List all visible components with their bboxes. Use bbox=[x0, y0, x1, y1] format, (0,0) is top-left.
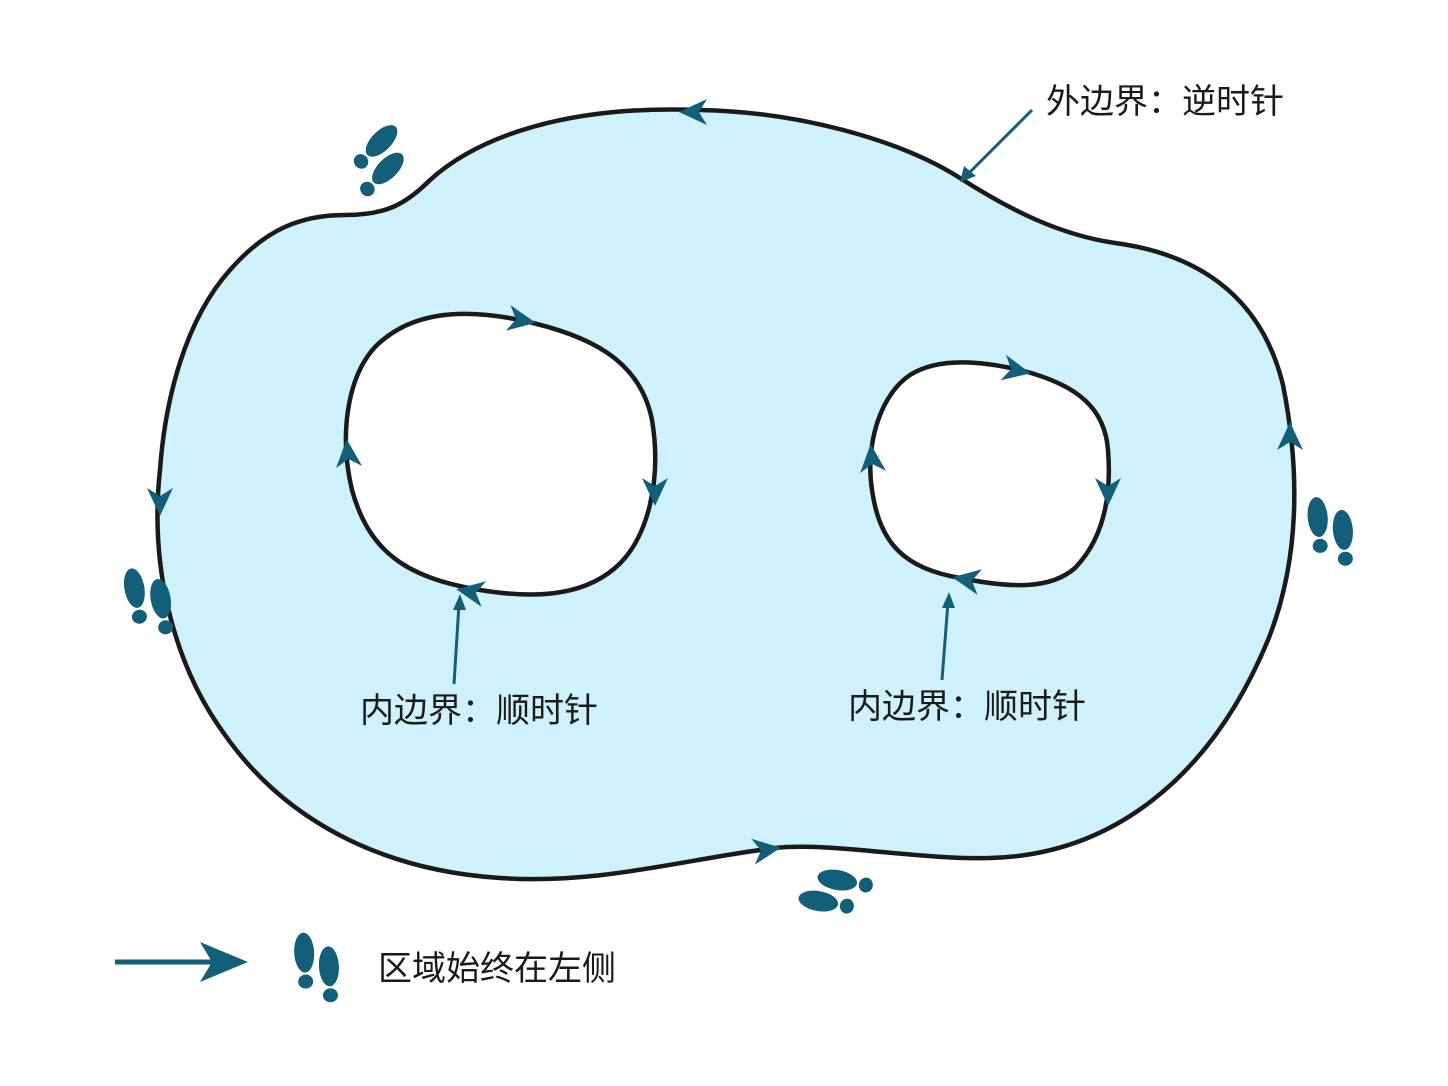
outer-boundary-label: 外边界：逆时针 bbox=[1046, 82, 1284, 122]
footprints-icon bbox=[1305, 494, 1356, 569]
arrow-right-icon bbox=[115, 942, 248, 982]
footprints-icon bbox=[796, 864, 875, 920]
legend: 区域始终在左侧 bbox=[115, 930, 616, 1005]
inner-boundary-left bbox=[343, 311, 658, 597]
inner-boundary-right bbox=[868, 360, 1112, 588]
legend-text: 区域始终在左侧 bbox=[378, 949, 616, 989]
inner-right-label-pointer bbox=[940, 592, 955, 681]
inner-left-label-pointer bbox=[452, 594, 466, 685]
footprints-icon bbox=[338, 119, 420, 202]
region-area bbox=[157, 109, 1295, 880]
inner-boundary-right-label: 内边界：顺时针 bbox=[848, 687, 1086, 727]
footprints-icon bbox=[293, 930, 341, 1005]
outer-label-pointer bbox=[960, 108, 1034, 182]
inner-boundary-left-label: 内边界：顺时针 bbox=[360, 691, 598, 731]
outer-boundary bbox=[155, 107, 1297, 882]
